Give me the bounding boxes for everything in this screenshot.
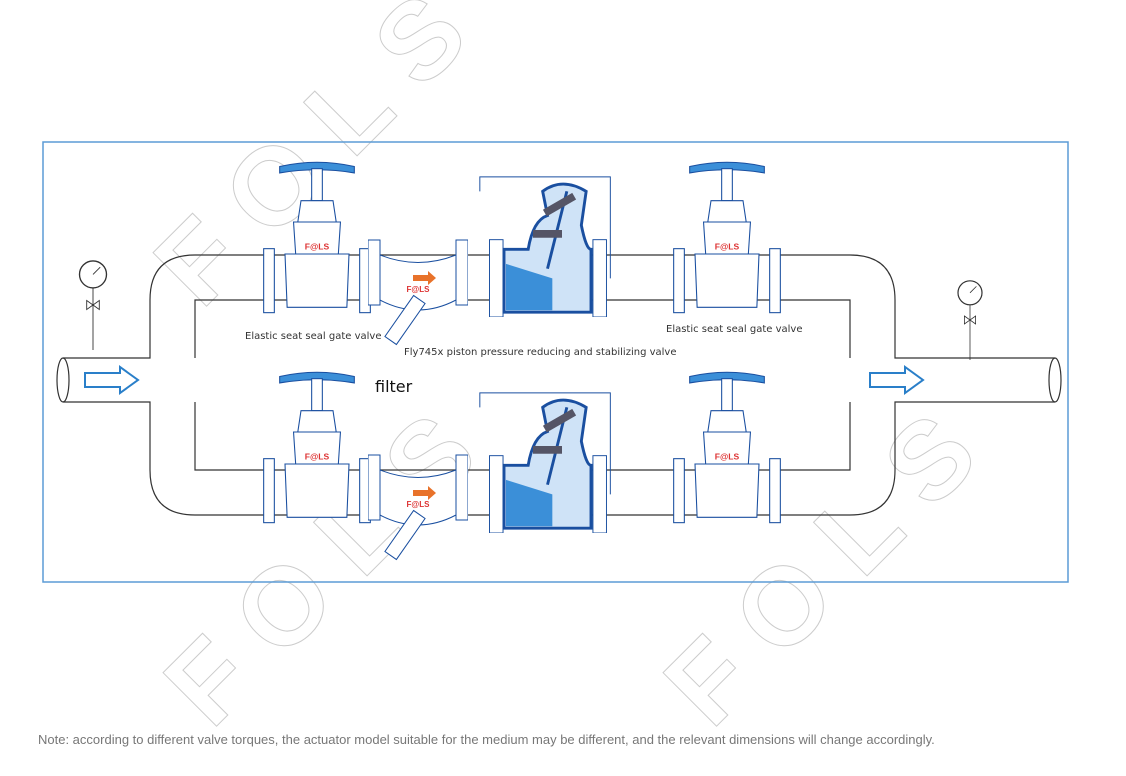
pressure-gauge-outlet	[957, 280, 983, 360]
pressure-reducing-valve-upper	[478, 175, 612, 317]
gate-valve-upper-left	[263, 161, 371, 314]
gate-valve-label-right: Elastic seat seal gate valve	[666, 324, 803, 335]
footnote: Note: according to different valve torqu…	[38, 732, 935, 747]
gate-valve-label-left: Elastic seat seal gate valve	[245, 331, 382, 342]
gate-valve-upper-right	[673, 161, 781, 314]
prv-label: Fly745x piston pressure reducing and sta…	[404, 347, 677, 358]
gate-valve-lower-left	[263, 371, 371, 524]
filter-upper	[368, 239, 468, 345]
pressure-reducing-valve-lower	[478, 391, 612, 533]
diagram-frame	[42, 141, 1069, 583]
gate-valve-lower-right	[673, 371, 781, 524]
filter-lower	[368, 454, 468, 560]
outlet-flow-arrow	[869, 365, 925, 395]
filter-label: filter	[375, 377, 413, 396]
pressure-gauge-inlet	[78, 260, 108, 351]
inlet-flow-arrow	[84, 365, 140, 395]
